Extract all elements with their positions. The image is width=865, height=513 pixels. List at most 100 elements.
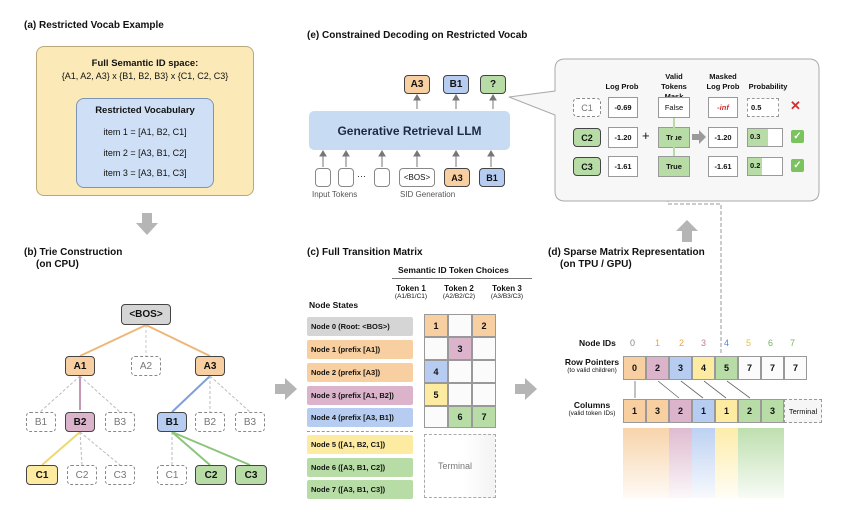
node-ids-label: Node IDs [579, 338, 616, 348]
terminal-label: Terminal [438, 461, 473, 471]
columns-label: Columns (valid token IDs) [568, 400, 616, 417]
header-valid-mask: Valid Tokens Mask [661, 72, 687, 101]
row-pointer-cell: 0 [623, 356, 646, 380]
node-state-5: Node 5 ([A1, B2, C1]) [307, 435, 413, 454]
trie-node-a2: A2 [131, 356, 161, 376]
restricted-vocab-title: Restricted Vocabulary [95, 105, 195, 116]
node-id: 2 [679, 338, 685, 348]
log-prob-cell: -0.69 [608, 97, 638, 118]
trie-node-b2: B2 [195, 412, 225, 432]
sid-generation-label: SID Generation [400, 190, 456, 199]
matrix-cell [448, 314, 472, 337]
token-choices-rule [392, 278, 532, 279]
node-state-4: Node 4 (prefix [A3, B1]) [307, 408, 413, 427]
trie-node-c3: C3 [105, 465, 135, 485]
trie-edges [39, 324, 251, 466]
vocab-item: item 1 = [A1, B2, C1] [103, 127, 187, 137]
matrix-cell: 6 [448, 406, 472, 428]
log-prob-cell: -1.20 [608, 127, 638, 148]
panel-a-title: (a) Restricted Vocab Example [24, 20, 164, 31]
row-pointers-label: Row Pointers (to valid children) [564, 357, 620, 374]
token-header: Token 1 (A1/B1/C1) [394, 284, 428, 300]
trie-node-a1: A1 [65, 356, 95, 376]
matrix-cell: 1 [424, 314, 448, 337]
trie-root-node: <BOS> [121, 304, 171, 325]
row-pointer-cell: 3 [669, 356, 692, 380]
probability-value: 0.2 [750, 161, 761, 170]
matrix-cell [424, 406, 448, 428]
faded-values [623, 428, 823, 498]
node-id: 0 [630, 338, 636, 348]
trie-node-c2: C2 [195, 465, 227, 485]
masked-log-prob-cell: -1.61 [708, 156, 738, 177]
mask-cell: True [658, 156, 690, 177]
input-bos-token: <BOS> [399, 168, 435, 187]
node-state-3: Node 3 (prefix [A1, B2]) [307, 386, 413, 405]
trie-node-c2: C2 [67, 465, 97, 485]
row-pointer-cell: 7 [761, 356, 784, 380]
node-state-1: Node 1 (prefix [A1]) [307, 340, 413, 359]
probability-bar [747, 128, 783, 147]
column-cell: 3 [646, 399, 669, 423]
masked-log-prob-cell: -inf [708, 97, 738, 118]
output-token-unknown: ? [480, 75, 506, 94]
input-b1-token: B1 [479, 168, 505, 187]
column-terminal: Terminal [784, 399, 822, 423]
panel-e-title: (e) Constrained Decoding on Restricted V… [307, 30, 528, 41]
trie-node-b2: B2 [65, 412, 95, 432]
node-states-label: Node States [309, 300, 359, 310]
matrix-cell [472, 383, 496, 406]
node-state-2: Node 2 (prefix [A3]) [307, 363, 413, 382]
full-space-expr: {A1, A2, A3} x {B1, B2, B3} x {C1, C2, C… [61, 71, 229, 81]
matrix-cell: 5 [424, 383, 448, 406]
arrow-up-icon [676, 220, 698, 242]
matrix-cell: 3 [448, 337, 472, 360]
input-tokens-label: Input Tokens [312, 190, 358, 199]
matrix-cell: 7 [472, 406, 496, 428]
matrix-cell [448, 360, 472, 383]
reject-icon: ✕ [790, 98, 801, 113]
output-token-a3: A3 [404, 75, 430, 94]
arrow-right-icon [515, 378, 537, 400]
llm-block: Generative Retrieval LLM [309, 111, 510, 150]
row-pointer-cell: 2 [646, 356, 669, 380]
probability-fill [748, 158, 762, 175]
header-probability: Probability [748, 82, 788, 91]
input-token-box [338, 168, 354, 187]
input-token-box [315, 168, 331, 187]
node-id: 7 [790, 338, 796, 348]
matrix-cell [472, 360, 496, 383]
masked-log-prob-cell: -1.20 [708, 127, 738, 148]
column-cell: 2 [669, 399, 692, 423]
token-header: Token 2 (A2/B2/C2) [442, 284, 476, 300]
ellipsis: ··· [357, 171, 366, 181]
input-a3-token: A3 [444, 168, 470, 187]
token-choices-title: Semantic ID Token Choices [398, 265, 509, 275]
header-masked-log-prob: Masked Log Prob [706, 72, 740, 91]
row-pointer-cell: 4 [692, 356, 715, 380]
trie-node-c3: C3 [235, 465, 267, 485]
header-log-prob: Log Prob [605, 82, 639, 91]
candidate-c1: C1 [573, 98, 601, 117]
arrow-right-icon [275, 378, 297, 400]
log-prob-cell: -1.61 [608, 156, 638, 177]
trie-node-c1: C1 [26, 465, 58, 485]
terminal-block [424, 434, 496, 498]
panel-b-title: (b) Trie Construction [24, 247, 123, 258]
trie-node-b1: B1 [157, 412, 187, 432]
node-id: 5 [746, 338, 752, 348]
full-space-title: Full Semantic ID space: [91, 58, 199, 69]
trie-node-b3: B3 [235, 412, 265, 432]
trie-node-a3: A3 [195, 356, 225, 376]
node-id: 6 [768, 338, 774, 348]
pointer-arrows [634, 380, 751, 399]
node-id: 4 [724, 338, 730, 348]
probability-cell: 0.5 [747, 98, 779, 117]
candidate-c2: C2 [573, 128, 601, 147]
matrix-cell: 2 [472, 314, 496, 337]
candidate-c3: C3 [573, 157, 601, 176]
mask-cell: False [658, 97, 690, 118]
node-state-6: Node 6 ([A3, B1, C2]) [307, 458, 413, 477]
column-cell: 1 [715, 399, 738, 423]
column-cell: 1 [692, 399, 715, 423]
